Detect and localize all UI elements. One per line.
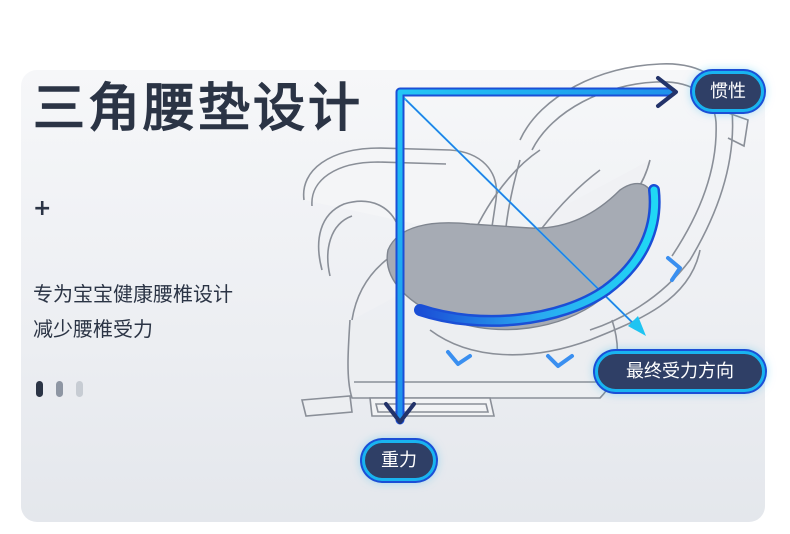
plus-icon: +: [33, 196, 52, 221]
pager-dot-active[interactable]: [36, 381, 43, 397]
chevron-mark: [446, 256, 682, 368]
pager-dot[interactable]: [56, 381, 63, 397]
final-force-label: 最终受力方向: [595, 351, 765, 392]
description-line-1: 专为宝宝健康腰椎设计: [33, 282, 233, 306]
gravity-inertia-arrows: [384, 76, 678, 425]
gravity-label: 重力: [362, 440, 436, 481]
page-title: 三角腰垫设计: [33, 79, 364, 139]
description-line-2: 减少腰椎受力: [33, 317, 153, 341]
pager-dot[interactable]: [76, 381, 83, 397]
seat-base: [300, 319, 619, 417]
inertia-label: 惯性: [692, 71, 764, 112]
